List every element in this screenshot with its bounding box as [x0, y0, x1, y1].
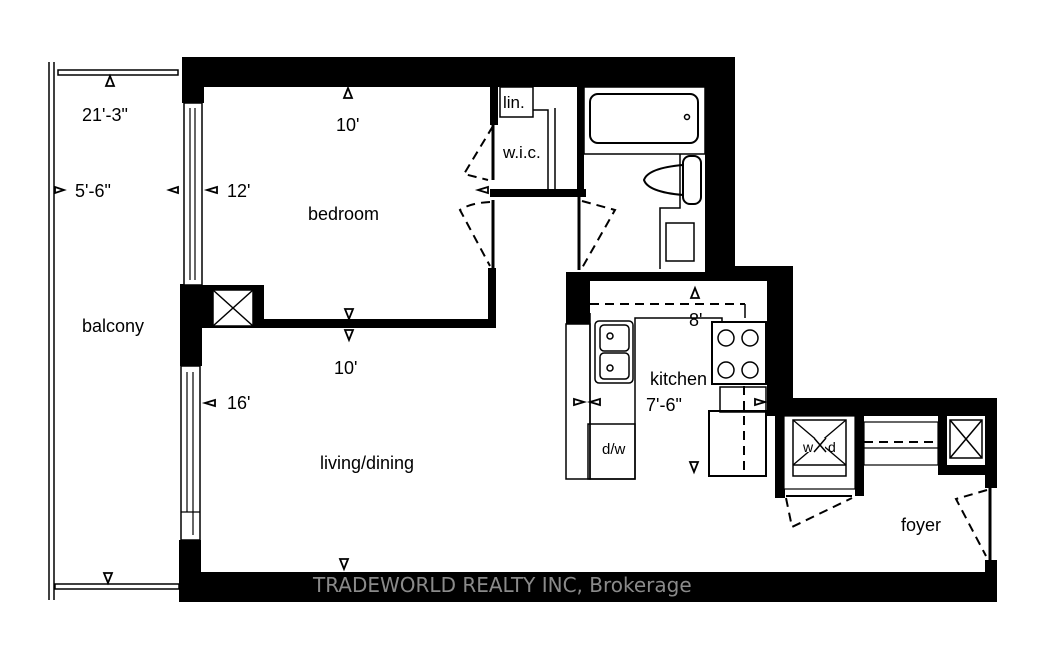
linen-label: lin.: [503, 93, 525, 112]
shaft-icon: [949, 419, 983, 459]
balcony-label: balcony: [82, 316, 144, 336]
brokerage-watermark: TRADEWORLD REALTY INC, Brokerage: [312, 573, 692, 597]
dimension-arrow-icon: [102, 572, 114, 586]
dimension-arrow-icon: [338, 558, 350, 572]
dimension-arrow-icon: [688, 461, 700, 475]
dishwasher-icon: [587, 423, 636, 480]
kitchen-width-label: 8': [689, 310, 702, 330]
walls: [179, 57, 997, 602]
bathtub-icon: [583, 86, 706, 155]
dimension-arrow-icon: [573, 397, 588, 407]
balcony-railing-top: [57, 69, 179, 76]
dimension-arrow-icon: [54, 185, 67, 195]
sink-vanity-icon: [659, 154, 695, 269]
dimension-arrow-icon: [343, 308, 355, 322]
balcony-length-label: 21'-3": [82, 105, 128, 125]
foyer-closet: [863, 421, 939, 466]
dimension-arrow-icon: [166, 185, 179, 195]
kitchen-counter: [565, 303, 746, 480]
windows: [180, 102, 203, 541]
dimension-arrow-icon: [754, 397, 769, 407]
dimension-arrow-icon: [342, 85, 354, 99]
washer-dryer-icon: [783, 415, 856, 490]
walk-in-closet-label: w.i.c.: [502, 143, 541, 162]
dimension-arrow-icon: [201, 398, 216, 408]
laundry-door[interactable]: [785, 495, 853, 529]
foyer-label: foyer: [901, 515, 941, 535]
kitchen-length-label: 7'-6": [646, 395, 682, 415]
living-width-label: 10': [334, 358, 357, 378]
double-sink-icon: [594, 320, 634, 384]
balcony-width-label: 5'-6": [75, 181, 111, 201]
bedroom-door[interactable]: [458, 200, 495, 268]
toilet-icon: [642, 155, 702, 205]
fridge-icon: [708, 386, 767, 477]
stove-icon: [711, 321, 767, 385]
bedroom-width-label: 10': [336, 115, 359, 135]
bathroom-door[interactable]: [577, 195, 617, 270]
washer-label: w: [802, 439, 814, 455]
living-dining-label: living/dining: [320, 453, 414, 473]
dimension-arrow-icon: [104, 73, 116, 87]
linen-closet: [499, 86, 556, 189]
entry-door[interactable]: [954, 488, 992, 560]
shaft-icon: [212, 289, 254, 327]
dishwasher-label: d/w: [602, 441, 626, 458]
dimension-arrow-icon: [689, 285, 701, 299]
bedroom-length-label: 12': [227, 181, 250, 201]
dimension-arrow-icon: [343, 329, 355, 343]
living-length-label: 16': [227, 393, 250, 413]
dimension-arrow-icon: [203, 185, 218, 195]
dimension-arrow-icon: [586, 397, 601, 407]
balcony-railing-bottom: [54, 583, 180, 590]
kitchen-label: kitchen: [650, 369, 707, 389]
dryer-label: d: [828, 439, 836, 455]
closet-door[interactable]: [462, 125, 495, 195]
bedroom-label: bedroom: [308, 204, 379, 224]
